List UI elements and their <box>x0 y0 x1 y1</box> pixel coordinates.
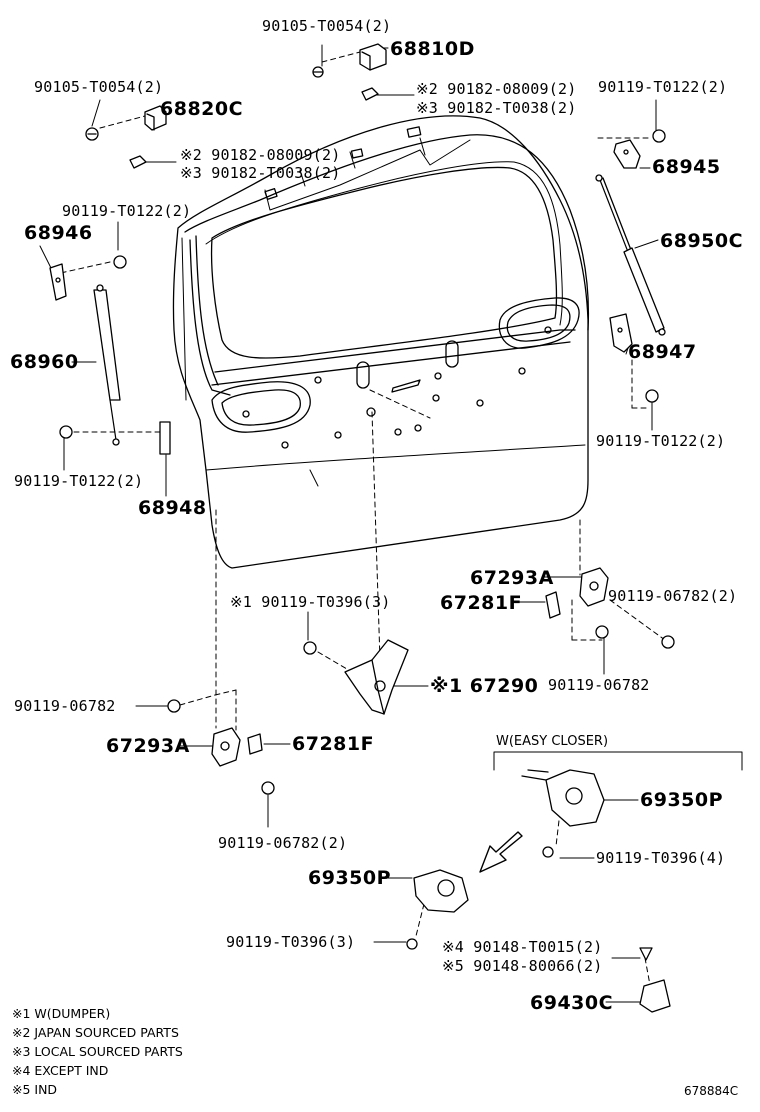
footnote-1: ※1 W(DUMPER) <box>12 1006 111 1021</box>
label-68960: 68960 <box>10 351 79 373</box>
dumper-67290 <box>303 639 409 715</box>
sensor-68820C <box>85 105 167 169</box>
label-68950C: 68950C <box>660 230 744 252</box>
label-90119-T0122-left-top: 90119-T0122(2) <box>62 202 192 220</box>
footnote-4: ※4 EXCEPT IND <box>12 1063 109 1078</box>
label-90119-06782-2-right: 90119-06782(2) <box>608 587 738 605</box>
label-69350P-left: 69350P <box>308 867 392 889</box>
label-90119-06782-2-left: 90119-06782(2) <box>218 834 348 852</box>
label-67293A-right: 67293A <box>470 567 554 589</box>
label-clip-2-top: ※2 90182-08009(2) <box>416 80 577 98</box>
label-68946: 68946 <box>24 222 93 244</box>
label-68947: 68947 <box>628 341 697 363</box>
label-90105-T0054-top: 90105-T0054(2) <box>262 17 392 35</box>
label-closer-bolt-right: 90119-T0396(4) <box>596 849 726 867</box>
label-clip-2-left: ※2 90182-08009(2) <box>180 146 341 164</box>
label-90119-T0122-right-low: 90119-T0122(2) <box>596 432 726 450</box>
label-screw-4: ※4 90148-T0015(2) <box>442 938 603 956</box>
label-67281F-left: 67281F <box>292 733 375 755</box>
label-68945: 68945 <box>652 156 721 178</box>
label-68810D: 68810D <box>390 38 475 60</box>
label-clip-3-left: ※3 90182-T0038(2) <box>180 164 341 182</box>
label-69430C: 69430C <box>530 992 614 1014</box>
label-90119-T0122-right-top: 90119-T0122(2) <box>598 78 728 96</box>
striker-right <box>545 567 675 649</box>
striker-left <box>167 699 275 795</box>
gas-strut-68950C <box>595 129 666 403</box>
footnote-3: ※3 LOCAL SOURCED PARTS <box>12 1044 183 1059</box>
dashed-leaders <box>55 51 666 986</box>
part-69430C <box>639 947 671 1013</box>
label-clip-3-top: ※3 90182-T0038(2) <box>416 99 577 117</box>
label-90119-T0122-left-low: 90119-T0122(2) <box>14 472 144 490</box>
label-90119-06782-right: 90119-06782 <box>548 676 650 694</box>
direction-arrow <box>479 831 523 873</box>
label-dumper-bolt: ※1 90119-T0396(3) <box>230 593 391 611</box>
label-screw-5: ※5 90148-80066(2) <box>442 957 603 975</box>
lock-left <box>406 869 469 950</box>
label-67290: ※1 67290 <box>430 675 539 697</box>
label-68948: 68948 <box>138 497 207 519</box>
label-67293A-left: 67293A <box>106 735 190 757</box>
diagram-reference-number: 678884C <box>684 1084 739 1098</box>
gas-strut-68960 <box>49 255 171 455</box>
back-door-panel <box>172 115 590 569</box>
footnote-5: ※5 IND <box>12 1082 58 1097</box>
easy-closer-header: W(EASY CLOSER) <box>496 734 609 749</box>
label-69350P-right: 69350P <box>640 789 724 811</box>
label-closer-bolt-left: 90119-T0396(3) <box>226 933 356 951</box>
label-90119-06782-left: 90119-06782 <box>14 697 116 715</box>
label-90105-T0054-left: 90105-T0054(2) <box>34 78 164 96</box>
label-67281F-right: 67281F <box>440 592 523 614</box>
footnote-2: ※2 JAPAN SOURCED PARTS <box>12 1025 179 1040</box>
label-68820C: 68820C <box>160 98 244 120</box>
easy-closer-lock-right <box>521 769 605 858</box>
sensor-68810D <box>312 43 387 101</box>
